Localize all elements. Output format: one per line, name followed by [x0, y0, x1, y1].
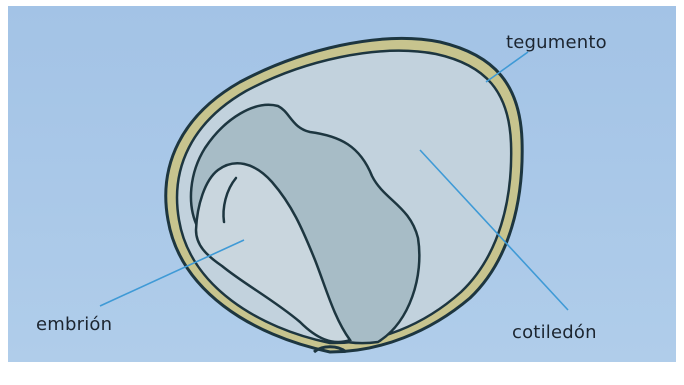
label-embrion: embrión	[36, 314, 112, 335]
label-cotiledon: cotiledón	[512, 322, 597, 343]
label-tegumento: tegumento	[506, 32, 607, 53]
